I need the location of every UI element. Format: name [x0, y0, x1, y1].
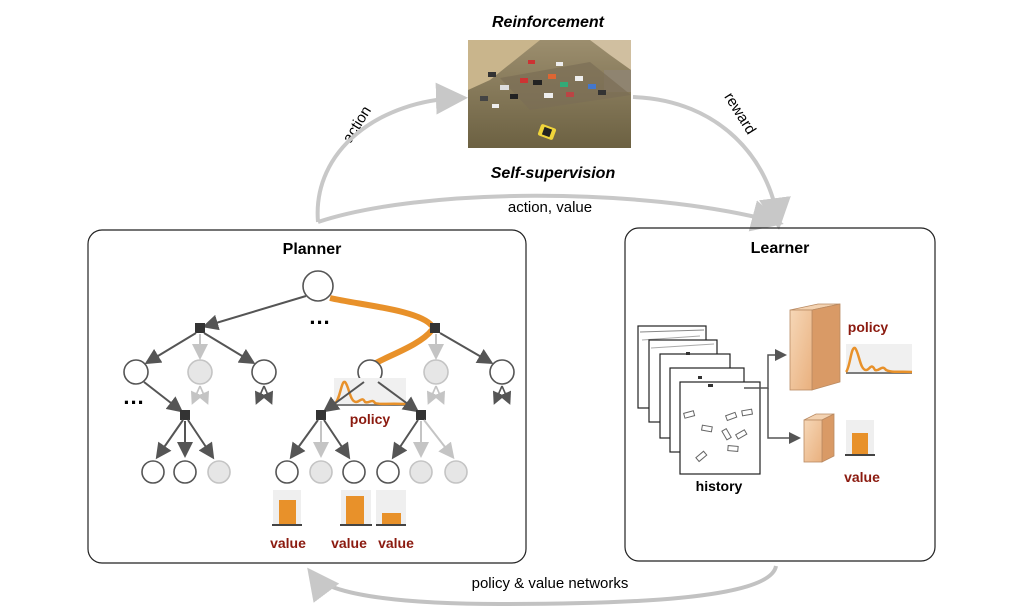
action-node-right: [430, 323, 440, 333]
value-bar-2: [340, 490, 372, 526]
value-network-block: [803, 413, 835, 463]
to-value-net-arrow: [767, 388, 801, 444]
learner-policy-chart: [844, 344, 913, 374]
planner-value-label-3: value: [378, 535, 414, 551]
history-label: history: [696, 478, 743, 494]
action-node-left: [195, 323, 205, 333]
action-arrow: [315, 82, 468, 223]
planner-box: [87, 229, 527, 564]
reinforcement-label: Reinforcement: [492, 14, 605, 31]
planner-title: Planner: [283, 241, 342, 258]
learner-value-label: value: [844, 469, 880, 485]
value-bar-1: [272, 490, 302, 526]
learner-title: Learner: [751, 240, 810, 257]
highlight-path-mid: [372, 327, 435, 367]
value-bar-3: [376, 490, 406, 526]
planner-value-label-2: value: [331, 535, 367, 551]
policy-curve: [333, 380, 407, 406]
history-frames: [637, 325, 761, 475]
learner-policy-label: policy: [848, 319, 889, 335]
highlight-path-top: [329, 295, 435, 329]
learner-box: [624, 227, 936, 562]
policy-network-block: [789, 303, 841, 391]
game-screenshot: [468, 40, 631, 148]
action-value-label: action, value: [508, 199, 592, 216]
action-value-arrow: [317, 193, 784, 232]
ellipsis-left: ...: [123, 384, 144, 409]
networks-label: policy & value networks: [472, 575, 629, 592]
root-node: [302, 270, 334, 302]
ellipsis-top: ...: [309, 304, 330, 329]
learner-value-bar: [845, 420, 875, 456]
planner-value-label-1: value: [270, 535, 306, 551]
to-policy-net-arrow: [744, 349, 787, 389]
search-tree: ... ...: [123, 270, 515, 551]
self-supervision-label: Self-supervision: [491, 165, 616, 182]
networks-arrow: [307, 565, 778, 607]
planner-policy-label: policy: [350, 411, 391, 427]
reward-arrow: [632, 95, 791, 230]
